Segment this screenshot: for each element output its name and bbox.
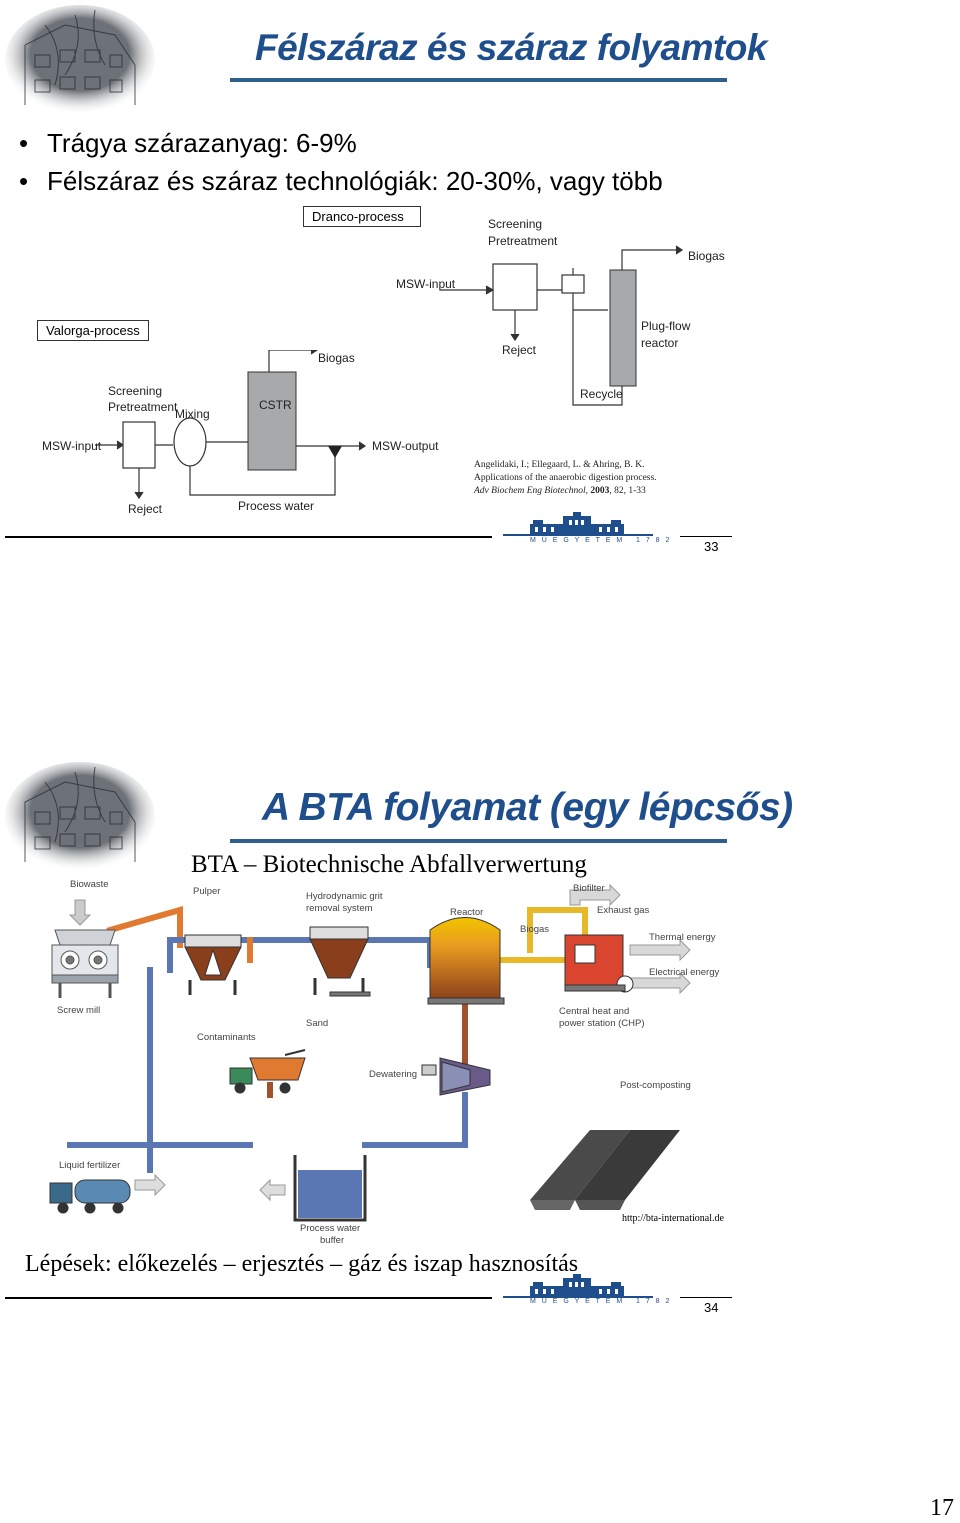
university-logo	[503, 512, 653, 536]
screw-mill-label: Screw mill	[57, 1005, 101, 1016]
dranco-pretreatment-label: Pretreatment	[488, 234, 558, 248]
citation-authors: Angelidaki, I.; Ellegaard, L. & Ahring, …	[474, 460, 645, 470]
slide-subtitle: BTA – Biotechnische Abfallverwertung	[191, 851, 587, 878]
chp-label-line1: Central heat and	[559, 1006, 630, 1017]
dewatering-label: Dewatering	[369, 1069, 418, 1080]
valorga-mixing-label: Mixing	[175, 407, 210, 421]
valorga-process-water-label: Process water	[238, 499, 315, 513]
exhaust-gas-label: Exhaust gas	[597, 905, 650, 916]
grit-removal	[309, 926, 371, 997]
citation-title: Applications of the anaerobic digestion …	[474, 473, 657, 483]
footer-line-left	[5, 536, 492, 538]
page-number: 33	[704, 539, 719, 554]
dranco-title-box: Dranco-process	[303, 206, 421, 227]
thermal-energy-label: Thermal energy	[649, 932, 716, 943]
biogas-label: Biogas	[520, 924, 550, 935]
liquid-fertilizer-label: Liquid fertilizer	[59, 1160, 121, 1171]
sheet-page-number: 17	[930, 1495, 954, 1521]
electrical-energy-label: Electrical energy	[649, 967, 720, 978]
dewatering-unit	[421, 1057, 491, 1096]
valorga-biogas-label: Biogas	[318, 351, 355, 365]
citation: Angelidaki, I.; Ellegaard, L. & Ahring, …	[474, 459, 657, 498]
valorga-screening-label: Screening	[108, 384, 163, 398]
university-logo	[503, 1274, 653, 1298]
valorga-reject-label: Reject	[128, 502, 163, 516]
page-number: 34	[704, 1300, 719, 1315]
title-underline	[230, 839, 727, 843]
footer-line-right	[680, 536, 732, 537]
biofilter-label: Biofilter	[573, 883, 605, 894]
dranco-reactor-label: reactor	[641, 336, 679, 350]
slide-title: A BTA folyamat (egy lépcsős)	[262, 786, 793, 829]
title-underline	[230, 78, 727, 82]
process-water-label-line2: buffer	[320, 1235, 345, 1246]
contaminants-label: Contaminants	[197, 1032, 256, 1043]
bullet-item: Trágya szárazanyag: 6-9%	[19, 128, 357, 159]
steps-text: Lépések: előkezelés – erjesztés – gáz és…	[25, 1251, 579, 1277]
university-logo-text: M Ű E G Y E T E M 1 7 8 2	[530, 537, 672, 544]
pulper	[184, 934, 242, 995]
reactor-tank	[427, 917, 505, 1005]
screw-mill	[51, 929, 119, 998]
bta-process-diagram	[49, 883, 691, 1222]
citation-source: Adv Biochem Eng Biotechnol, 2003, 82, 1-…	[474, 485, 657, 498]
citation-pages: , 82, 1-33	[609, 486, 646, 496]
source-url: http://bta-international.de	[622, 1213, 724, 1224]
building-photo-logo	[5, 762, 155, 872]
valorga-title-box: Valorga-process	[37, 320, 149, 341]
reactor-label: Reactor	[450, 907, 484, 918]
dranco-biogas-label: Biogas	[688, 249, 725, 263]
valorga-msw-output-label: MSW-output	[372, 439, 439, 453]
pulper-label: Pulper	[193, 886, 221, 897]
slide-title: Félszáraz és száraz folyamtok	[255, 27, 767, 68]
bullet-item: Félszáraz és száraz technológiák: 20-30%…	[19, 166, 663, 197]
citation-year: 2003	[590, 486, 610, 496]
sand-label: Sand	[306, 1018, 329, 1029]
valorga-pretreatment-label: Pretreatment	[108, 400, 178, 414]
post-composting-label: Post-composting	[620, 1080, 691, 1091]
post-composting-piles	[530, 1130, 680, 1210]
biowaste-label: Biowaste	[70, 879, 109, 890]
dranco-plugflow-label: Plug-flow	[641, 319, 691, 333]
dranco-screening-label: Screening	[488, 217, 543, 231]
chp-label-line2: power station (CHP)	[559, 1018, 645, 1029]
process-water-label-line1: Process water	[300, 1223, 361, 1234]
grit-label-line2: removal system	[306, 903, 373, 914]
chp-station	[564, 934, 634, 993]
footer-line-right	[680, 1297, 732, 1298]
process-water-buffer	[293, 1155, 367, 1222]
valorga-cstr-label: CSTR	[259, 398, 292, 412]
dranco-msw-input-label: MSW-input	[396, 277, 456, 291]
contaminants-truck	[229, 1049, 306, 1094]
dranco-flow-drawing	[440, 245, 684, 406]
valorga-flow-drawing	[95, 350, 367, 500]
university-logo-text: M Ű E G Y E T E M 1 7 8 2	[530, 1298, 672, 1305]
dranco-recycle-label: Recycle	[580, 387, 623, 401]
valorga-msw-input-label: MSW-input	[42, 439, 102, 453]
dranco-reject-label: Reject	[502, 343, 537, 357]
footer-line-left	[5, 1297, 492, 1299]
building-photo-logo	[5, 5, 155, 115]
liquid-fertilizer-truck	[49, 1179, 131, 1214]
grit-label-line1: Hydrodynamic grit	[306, 891, 383, 902]
citation-journal: Adv Biochem Eng Biotechnol,	[474, 486, 588, 496]
